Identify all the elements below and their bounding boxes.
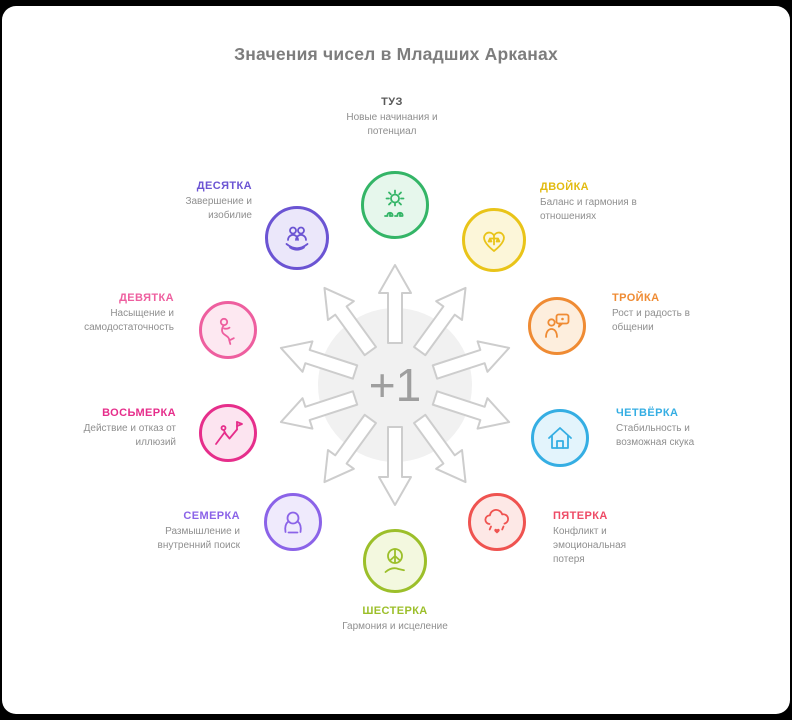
item-title: ТРОЙКА <box>612 292 660 304</box>
family-hand-icon <box>280 221 314 255</box>
item-seven-label: СЕМЕРКА Размышление и внутренний поиск <box>140 510 240 553</box>
item-ten-circle <box>265 206 329 270</box>
item-six-label: ШЕСТЕРКА Гармония и исцеление <box>335 605 455 634</box>
item-description: Гармония и исцеление <box>342 621 448 632</box>
center-label: +1 <box>368 359 422 411</box>
item-description: Завершение и изобилие <box>185 196 252 221</box>
item-description: Рост и радость в общении <box>612 308 690 333</box>
item-eight-label: ВОСЬМЕРКА Действие и отказ от иллюзий <box>70 407 176 450</box>
item-five-label: ПЯТЕРКА Конфликт и эмоциональная потеря <box>553 510 645 567</box>
item-eight-circle <box>199 404 257 462</box>
sun-sprout-icon <box>378 188 412 222</box>
meditation-icon <box>276 505 310 539</box>
item-description: Стабильность и возможная скука <box>616 423 695 448</box>
item-four-label: ЧЕТВЁРКА Стабильность и возможная скука <box>616 407 716 450</box>
item-title: ВОСЬМЕРКА <box>102 407 176 419</box>
item-description: Насыщение и самодостаточность <box>84 308 174 333</box>
item-two-label: ДВОЙКА Баланс и гармония в отношениях <box>540 181 652 224</box>
item-six-circle <box>363 529 427 593</box>
item-four-circle <box>531 409 589 467</box>
item-title: ДЕСЯТКА <box>196 180 252 192</box>
item-description: Конфликт и эмоциональная потеря <box>553 526 627 565</box>
item-seven-circle <box>264 493 322 551</box>
person-chat-icon <box>540 309 574 343</box>
item-ten-label: ДЕСЯТКА Завершение и изобилие <box>160 180 252 223</box>
item-three-label: ТРОЙКА Рост и радость в общении <box>612 292 712 335</box>
item-description: Размышление и внутренний поиск <box>157 526 240 551</box>
item-description: Действие и отказ от иллюзий <box>83 423 176 448</box>
climber-icon <box>211 416 245 450</box>
item-three-circle <box>528 297 586 355</box>
item-nine-circle <box>199 301 257 359</box>
peace-hand-icon <box>378 544 412 578</box>
item-title: ТУЗ <box>381 96 403 108</box>
item-five-circle <box>468 493 526 551</box>
page-title: Значения чисел в Младших Арканах <box>234 44 558 64</box>
item-title: ШЕСТЕРКА <box>362 605 428 617</box>
item-title: ПЯТЕРКА <box>553 510 608 522</box>
item-description: Новые начинания и потенциал <box>346 112 438 137</box>
item-description: Баланс и гармония в отношениях <box>540 197 637 222</box>
item-nine-label: ДЕВЯТКА Насыщение и самодостаточность <box>62 292 174 335</box>
center-circle: +1 <box>318 308 472 462</box>
house-icon <box>543 421 577 455</box>
item-ace-circle <box>361 171 429 239</box>
item-title: ДВОЙКА <box>540 181 590 193</box>
item-title: СЕМЕРКА <box>183 510 240 522</box>
heart-balance-icon <box>477 223 511 257</box>
item-two-circle <box>462 208 526 272</box>
item-ace-label: ТУЗ Новые начинания и потенциал <box>327 96 457 139</box>
item-title: ДЕВЯТКА <box>119 292 174 304</box>
storm-heart-icon <box>480 505 514 539</box>
mermaid-icon <box>211 313 245 347</box>
item-title: ЧЕТВЁРКА <box>616 407 679 419</box>
